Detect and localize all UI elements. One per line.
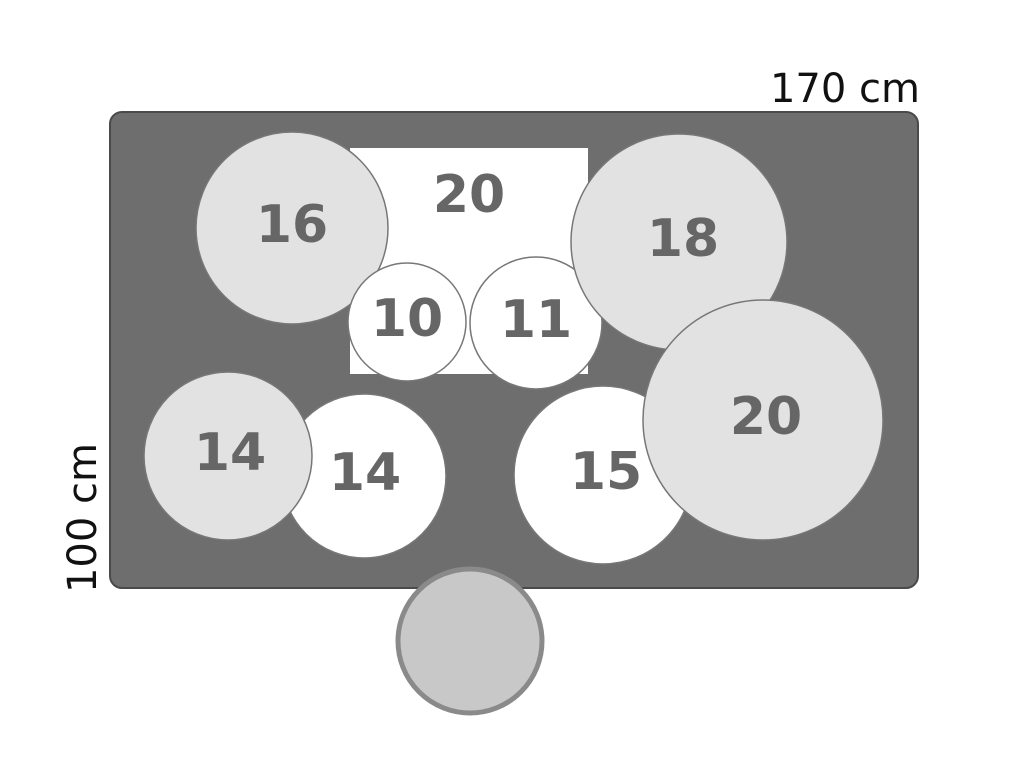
circle-20-shape	[642, 299, 884, 541]
circle-16-label: 16	[256, 195, 328, 255]
circle-10-label: 10	[371, 289, 443, 349]
circle-20-label: 20	[730, 387, 802, 447]
circle-15-label: 15	[570, 442, 642, 502]
circle-11-shape	[469, 256, 603, 390]
circle-10-shape	[347, 262, 467, 382]
square-label: 20	[433, 165, 505, 225]
circle-16-shape	[195, 131, 389, 325]
circle-16: 16	[195, 131, 389, 325]
circle-11-label: 11	[500, 290, 572, 350]
outside-circle	[395, 566, 545, 716]
circle-14-white-label: 14	[329, 443, 401, 503]
circle-14-light-shape	[143, 371, 313, 541]
circle-20: 20	[642, 299, 884, 541]
circle-18: 18	[570, 133, 788, 351]
circle-18-label: 18	[647, 209, 719, 269]
height-dimension-label: 100 cm	[60, 443, 106, 593]
circle-14-light-label: 14	[194, 423, 266, 483]
circle-10: 10	[347, 262, 467, 382]
circle-11: 11	[469, 256, 603, 390]
width-dimension-label: 170 cm	[770, 66, 920, 112]
circle-14-light: 14	[143, 371, 313, 541]
